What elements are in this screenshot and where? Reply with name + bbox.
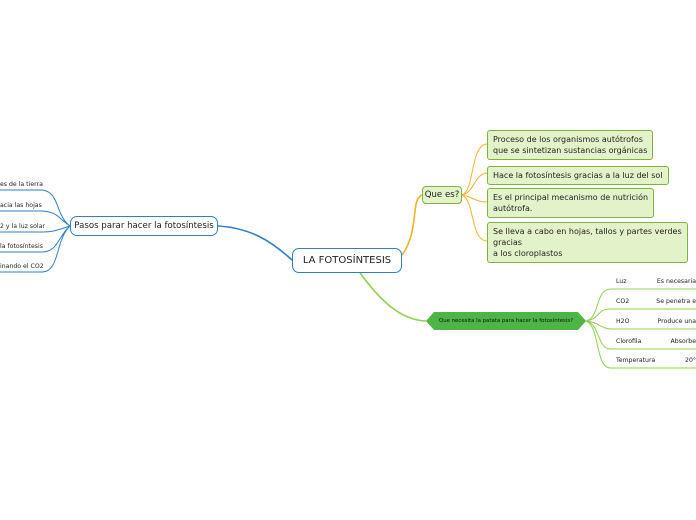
link-left-item-3 [41, 225, 71, 233]
necesita-row-2-name[interactable]: CO2 [616, 298, 630, 305]
link-nec-row-1 [585, 288, 611, 322]
link-left-item-1 [41, 189, 71, 227]
link-central-necesita [359, 272, 427, 322]
left-branch-topic[interactable]: Pasos parar hacer la fotosíntesis [70, 216, 218, 236]
link-quees-item-4 [461, 194, 488, 242]
necesita-row-5-value[interactable]: 20° [685, 357, 696, 364]
left-item-1[interactable]: es de la tierra [0, 181, 43, 188]
que-es-item-4-line-3: a los cloroplastos [493, 249, 563, 258]
central-topic-label: LA FOTOSÍNTESIS [302, 255, 392, 266]
link-left-item-2 [41, 210, 71, 227]
que-es-item-3-line-2: autótrofa. [493, 204, 533, 213]
necesita-row-2-value[interactable]: Se penetra e [656, 298, 696, 305]
link-left-item-5 [41, 225, 71, 273]
left-item-4[interactable]: la fotosíntesis [0, 243, 43, 250]
que-es-item-1-line-1: Proceso de los organismos autótrofos [493, 135, 643, 144]
que-es-item-4-line-1: Se lleva a cabo en hojas, tallos y parte… [493, 227, 682, 236]
link-quees-item-3 [461, 194, 488, 203]
que-es-item-3-line-1: Es el principal mecanismo de nutrición [493, 193, 649, 202]
necesita-row-3-value[interactable]: Produce una [657, 318, 696, 325]
link-central-quees [401, 194, 423, 256]
link-nec-row-5 [585, 320, 611, 369]
necesita-row-4-name[interactable]: Clorofila [616, 338, 642, 345]
link-nec-row-4 [585, 320, 611, 350]
necesita-row-1-name[interactable]: Luz [616, 278, 627, 285]
que-es-topic[interactable]: Que es? [422, 186, 462, 204]
que-es-item-4[interactable]: Se lleva a cabo en hojas, tallos y parte… [487, 222, 688, 263]
que-es-item-1[interactable]: Proceso de los organismos autótrofos que… [487, 130, 654, 160]
necesita-row-5-name[interactable]: Temperatura [616, 357, 656, 364]
left-item-2[interactable]: acia las hojas [0, 202, 42, 209]
que-es-label: Que es? [424, 190, 460, 200]
left-branch-label: Pasos parar hacer la fotosíntesis [74, 221, 214, 231]
necesita-row-3-name[interactable]: H2O [616, 318, 630, 325]
que-es-item-3[interactable]: Es el principal mecanismo de nutrición a… [487, 188, 655, 218]
link-central-left [217, 225, 293, 261]
link-nec-row-2 [585, 308, 611, 322]
que-es-item-2-line-1: Hace la fotosíntesis gracias a la luz de… [493, 171, 663, 180]
necesita-topic[interactable]: Que necesita la patata para hacer la fot… [426, 312, 586, 330]
link-quees-item-2 [461, 172, 488, 196]
left-item-3[interactable]: 2 y la luz solar [0, 223, 45, 230]
central-topic[interactable]: LA FOTOSÍNTESIS [292, 248, 402, 273]
necesita-label: Que necesita la patata para hacer la fot… [438, 318, 574, 324]
necesita-row-4-value[interactable]: Absorbe [670, 338, 696, 345]
left-item-5[interactable]: inando el CO2 [0, 263, 44, 270]
que-es-item-1-line-2: que se sintetizan sustancias orgánicas [493, 146, 648, 155]
necesita-row-1-value[interactable]: Es necesaria [656, 278, 696, 285]
que-es-item-4-line-2: gracias [493, 238, 522, 247]
link-quees-item-1 [461, 143, 488, 196]
que-es-item-2[interactable]: Hace la fotosíntesis gracias a la luz de… [487, 166, 669, 185]
